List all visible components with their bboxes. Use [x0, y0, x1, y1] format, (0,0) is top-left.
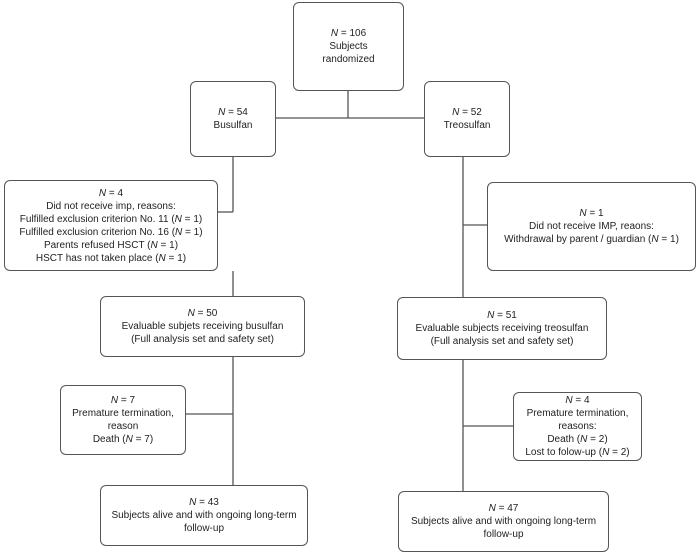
n-label: N = 106 [330, 28, 367, 39]
n-label: N = 1 [579, 208, 604, 219]
n-label: N = 4 [98, 187, 124, 199]
reason-line: Parents refused HSCT (N = 1) [43, 239, 179, 251]
busulfan-arm-box: N = 54 Busulfan [190, 81, 276, 157]
busulfan-exclusion-box: N = 4 Did not receive imp, reasons: Fulf… [4, 180, 218, 271]
n-label: N = 4 [565, 395, 590, 406]
randomized-box: N = 106 Subjects randomized [293, 2, 404, 91]
reason-line: Fulfilled exclusion criterion No. 11 (N … [19, 213, 203, 225]
busulfan-evaluable-box: N = 50 Evaluable subjets receiving busul… [100, 296, 305, 357]
reason-line: Death (N = 7) [92, 434, 154, 445]
n-label: N = 52 [452, 107, 482, 118]
n-label: N = 43 [189, 497, 219, 508]
treosulfan-arm-box: N = 52 Treosulfan [424, 81, 510, 157]
reason-line: Lost to folow-up (N = 2) [525, 447, 630, 458]
reason-line: Fulfilled exclusion criterion No. 16 (N … [19, 226, 203, 238]
reason-line: Death (N = 2) [547, 434, 608, 445]
n-label: N = 54 [218, 107, 248, 118]
n-label: N = 51 [487, 310, 517, 321]
reason-line: HSCT has not taken place (N = 1) [35, 252, 187, 264]
busulfan-followup-box: N = 43 Subjects alive and with ongoing l… [100, 485, 308, 546]
busulfan-termination-box: N = 7 Premature termination, reason Deat… [60, 385, 186, 455]
n-label: N = 47 [488, 503, 519, 514]
treosulfan-evaluable-box: N = 51 Evaluable subjects receiving treo… [397, 297, 607, 360]
treosulfan-termination-box: N = 4 Premature termination, reasons: De… [513, 392, 642, 461]
n-label: N = 7 [110, 395, 136, 406]
treosulfan-followup-box: N = 47 Subjects alive and with ongoing l… [398, 491, 609, 552]
treosulfan-exclusion-box: N = 1 Did not receive IMP, reaons: Withd… [487, 182, 696, 271]
reason-line: Withdrawal by parent / guardian (N = 1) [504, 234, 679, 245]
n-label: N = 50 [187, 308, 218, 319]
